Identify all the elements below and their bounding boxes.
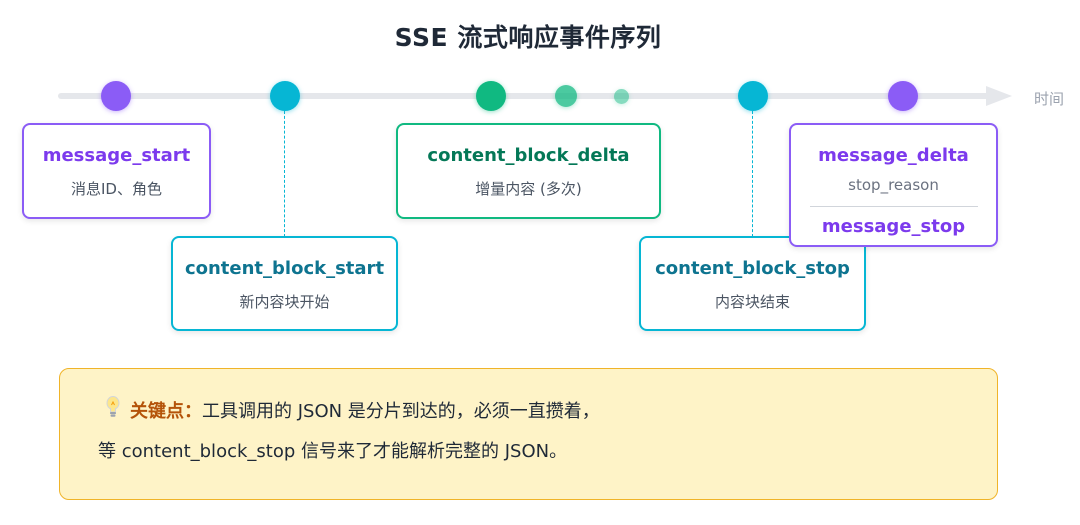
event-box-content-block-stop: content_block_stop 内容块结束 — [639, 236, 866, 331]
connector-content-block-stop — [752, 111, 753, 237]
timeline-arrow-icon — [986, 86, 1012, 106]
event-box-message-start: message_start 消息ID、角色 — [22, 123, 211, 219]
divider — [809, 206, 978, 207]
note-label: 关键点： — [130, 401, 202, 422]
event-name: message_start — [42, 145, 191, 166]
timeline-dot-content-block-stop — [738, 81, 768, 111]
note-line-2: 等 content_block_stop 信号来了才能解析完整的 JSON。 — [98, 441, 568, 462]
note-line-1: 关键点：工具调用的 JSON 是分片到达的，必须一直攒着， — [104, 395, 997, 429]
timeline-dot-message-delta — [888, 81, 918, 111]
event-box-content-block-start: content_block_start 新内容块开始 — [171, 236, 398, 331]
note-text-1: 工具调用的 JSON 是分片到达的，必须一直攒着， — [202, 401, 600, 422]
event-desc: stop_reason — [848, 176, 939, 194]
timeline-axis-label: 时间 — [1034, 90, 1065, 108]
event-box-message-delta-stop: message_delta stop_reason message_stop — [789, 123, 998, 247]
timeline-axis — [58, 93, 990, 99]
event-box-content-block-delta: content_block_delta 增量内容 (多次) — [396, 123, 661, 219]
timeline-dot-content-block-delta — [476, 81, 506, 111]
timeline-dot-content-block-start — [270, 81, 300, 111]
event-name: message_stop — [821, 216, 966, 237]
event-desc: 新内容块开始 — [239, 293, 330, 311]
event-name: content_block_start — [184, 258, 385, 279]
diagram-title: SSE 流式响应事件序列 — [394, 23, 662, 52]
event-desc: 内容块结束 — [714, 293, 790, 311]
lightbulb-icon — [104, 395, 122, 429]
connector-content-block-start — [284, 111, 285, 237]
timeline-dot-content-block-delta-2 — [555, 85, 577, 107]
event-desc: 增量内容 (多次) — [475, 180, 582, 198]
timeline-dot-message-start — [101, 81, 131, 111]
event-name: message_delta — [818, 145, 969, 166]
key-point-note: 关键点：工具调用的 JSON 是分片到达的，必须一直攒着， 等 content_… — [59, 368, 998, 500]
event-name: content_block_stop — [655, 258, 850, 279]
timeline-dot-content-block-delta-3 — [614, 89, 629, 104]
event-name: content_block_delta — [427, 145, 630, 166]
event-desc: 消息ID、角色 — [71, 180, 162, 198]
